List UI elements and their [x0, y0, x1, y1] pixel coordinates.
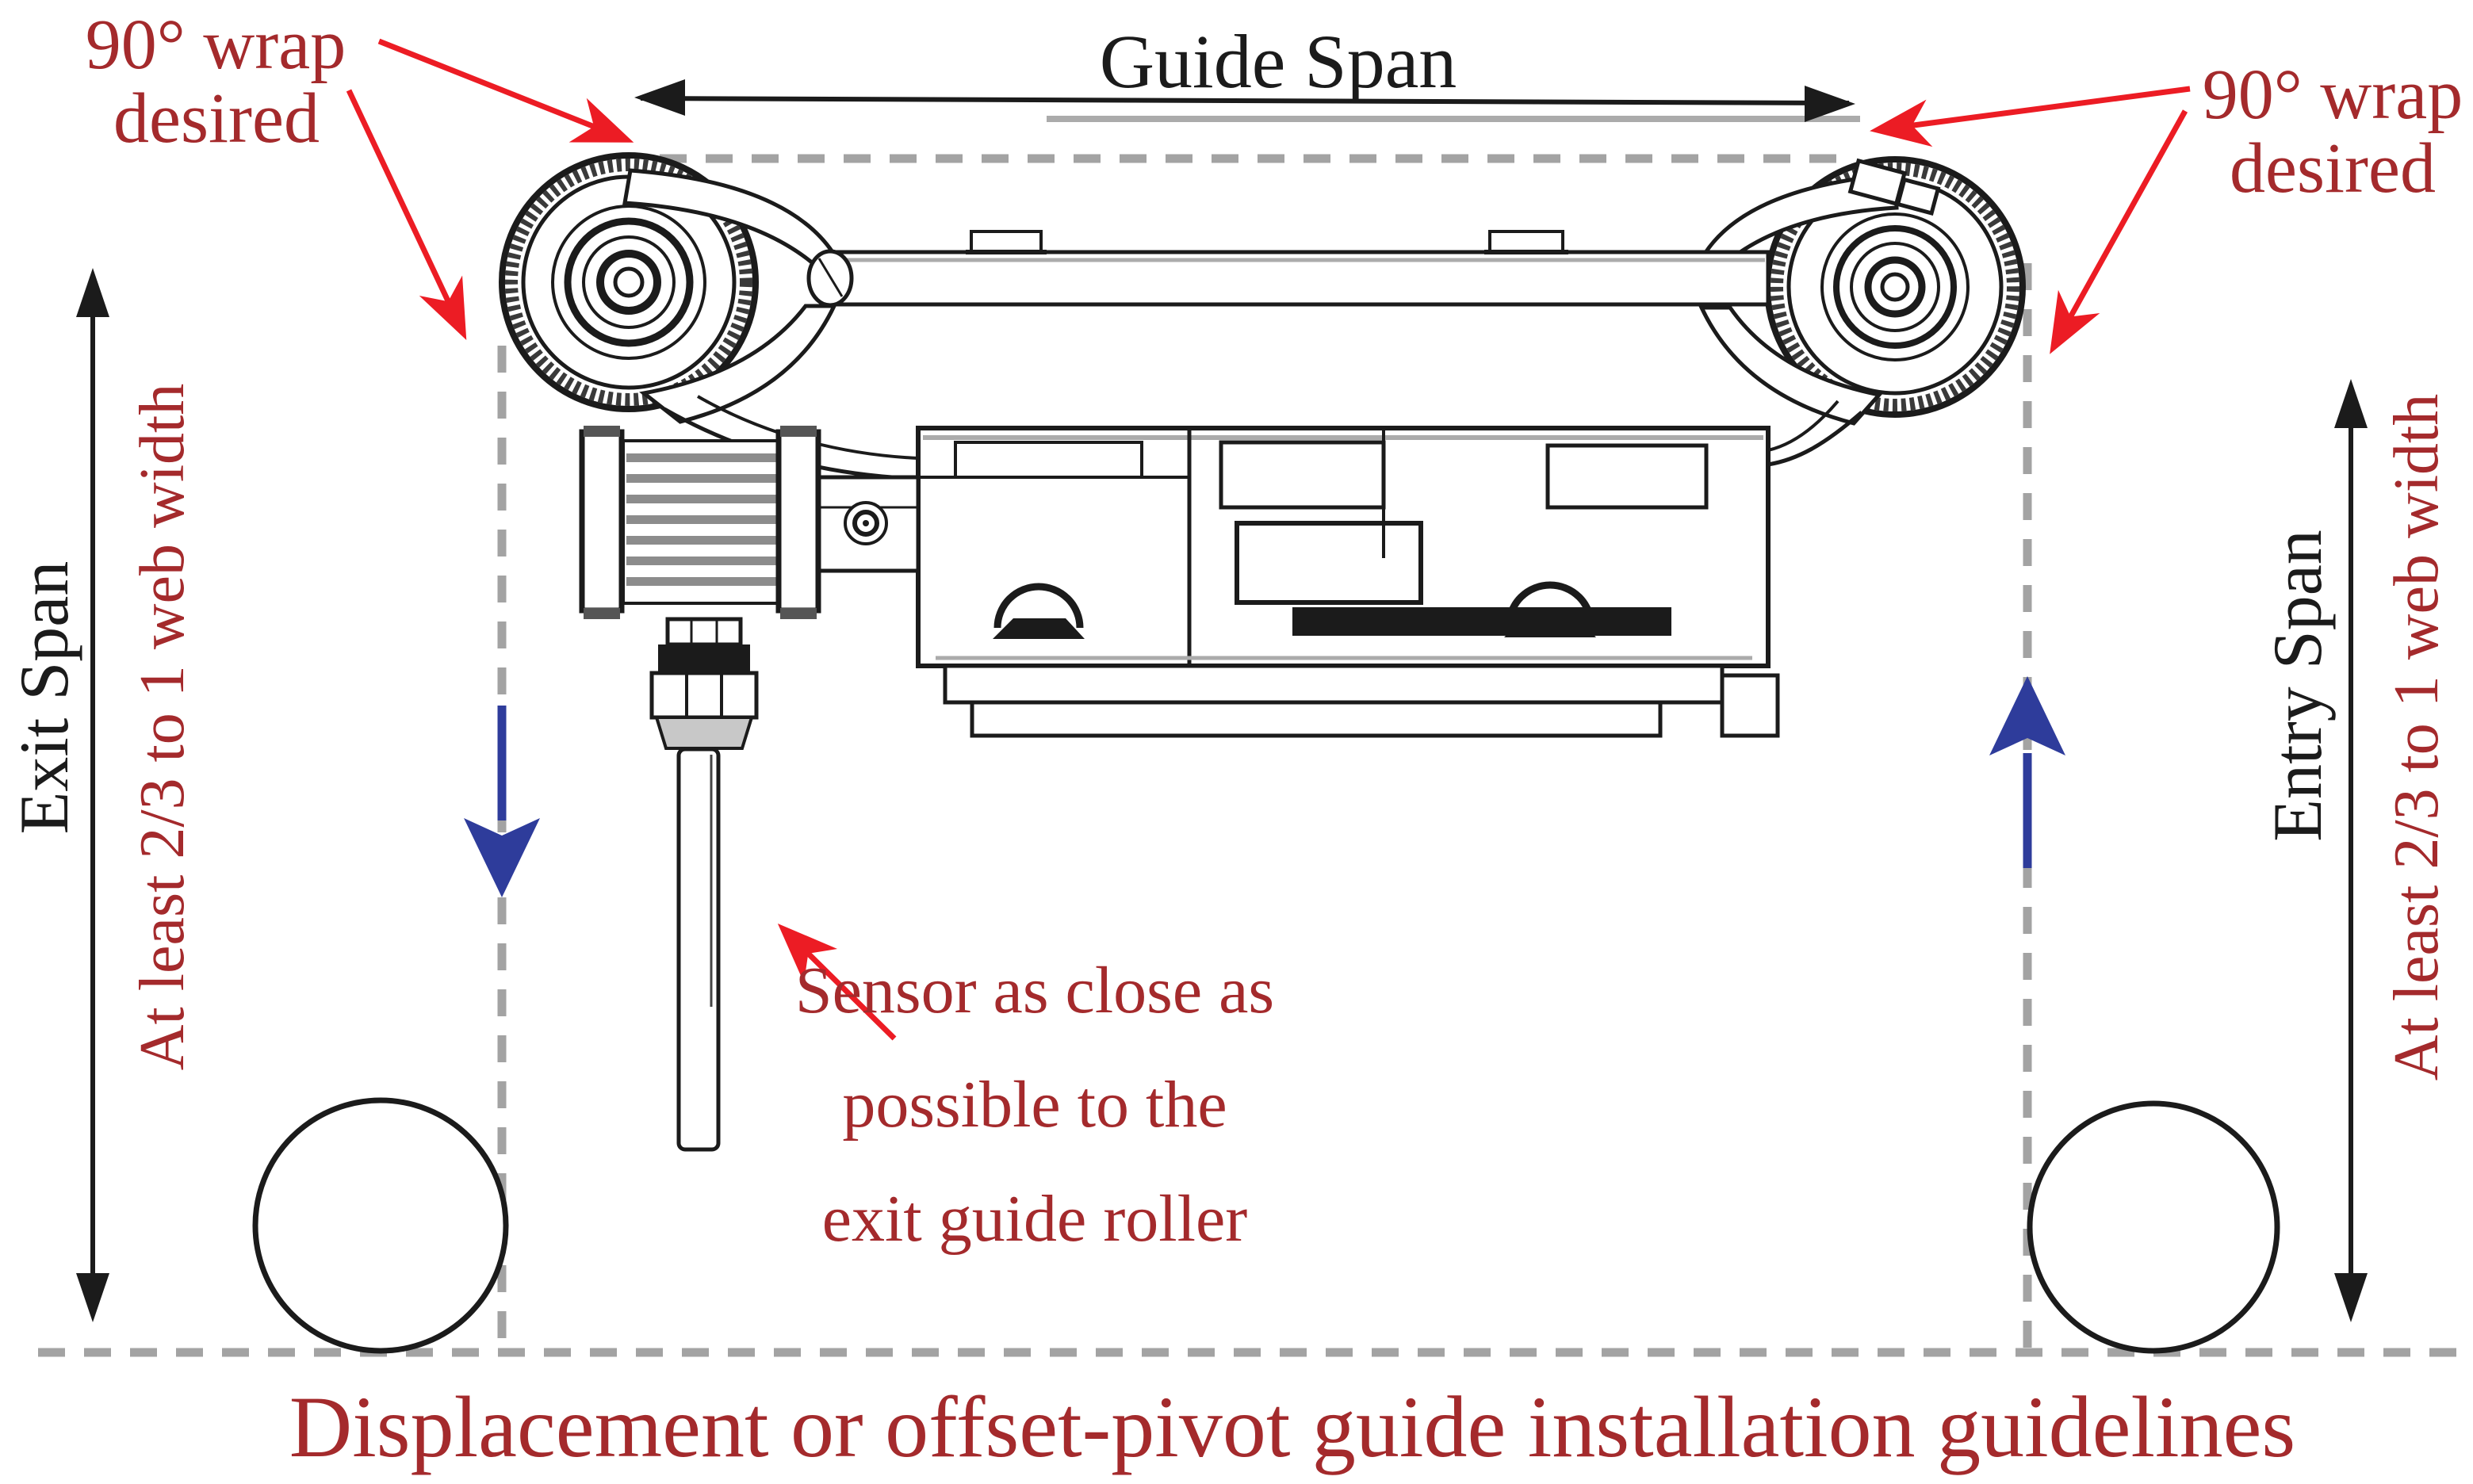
sensor-end-plate-left: [579, 429, 625, 614]
guide-span-dimension-arrow: [634, 79, 1860, 122]
wrap-left-arrow-to-roller: [377, 38, 634, 143]
sensor-probe-rod: [676, 747, 721, 1152]
pivot-carriage: [916, 426, 1771, 668]
sensor-assembly: [579, 426, 821, 1152]
entry-arm-lower: [1698, 305, 1883, 426]
sensor-note-line3: exit guide roller: [821, 1182, 1248, 1256]
crossbeam: [806, 230, 1771, 308]
web-path-dashed-lines: [38, 154, 2467, 1357]
sensor-gland-nut: [649, 671, 759, 720]
exit-idler-roller: [252, 1097, 509, 1354]
sensor-mount-bracket: [816, 475, 921, 573]
red-callout-arrows: [346, 38, 2191, 1041]
exit-span-label: Exit Span: [6, 560, 83, 835]
web-direction-arrow-down: [464, 706, 540, 897]
wrap-desired-left-line1: 90° wrap: [85, 6, 346, 84]
entry-span-dimension-arrow: [2334, 379, 2368, 1322]
sensor-taper-collar: [654, 716, 754, 750]
web-direction-arrow-up: [1989, 676, 2065, 868]
frame-sweep-right-inner: [1767, 400, 1839, 452]
entry-roller-clamp-bolt: [1847, 158, 1941, 216]
web-width-note-left: At least 2/3 to 1 web width: [128, 383, 197, 1071]
sensor-note-line2: possible to the: [842, 1068, 1227, 1142]
sensor-end-plate-right: [775, 429, 821, 614]
carriage-arch-left: [993, 583, 1084, 629]
wrap-left-arrow-to-web: [346, 89, 467, 341]
exit-roller-hub: [551, 205, 706, 360]
sensor-note-line1: Sensor as close as: [794, 954, 1275, 1027]
entry-roller-hub: [1820, 212, 1970, 361]
offset-pivot-guide-assembly: [499, 152, 2026, 1152]
wrap-desired-left-line2: desired: [113, 79, 320, 158]
sensor-note-arrow: [777, 923, 897, 1041]
web-width-note-right: At least 2/3 to 1 web width: [2382, 393, 2452, 1081]
wrap-right-arrow-to-roller: [1870, 86, 2191, 147]
wrap-desired-right-line2: desired: [2230, 129, 2436, 208]
guide-span-label: Guide Span: [1099, 19, 1457, 104]
base-plates: [943, 664, 1780, 738]
wrap-desired-right-line1: 90° wrap: [2202, 55, 2463, 134]
arrowhead-left: [634, 79, 685, 116]
exit-span-dimension-arrow: [76, 268, 109, 1322]
arrowhead-right: [1805, 86, 1855, 122]
frame-sweep-right-outer: [1767, 411, 1863, 467]
entry-idler-roller: [2027, 1100, 2280, 1354]
beam-tab-left: [970, 230, 1043, 254]
entry-span-label: Entry Span: [2260, 530, 2337, 842]
sensor-collar-band: [658, 644, 750, 673]
sensor-neck: [665, 617, 743, 647]
wrap-right-arrow-to-web: [2050, 109, 2188, 354]
beam-tab-right: [1488, 230, 1564, 254]
diagram-title: Displacement or offset-pivot guide insta…: [289, 1379, 2296, 1475]
